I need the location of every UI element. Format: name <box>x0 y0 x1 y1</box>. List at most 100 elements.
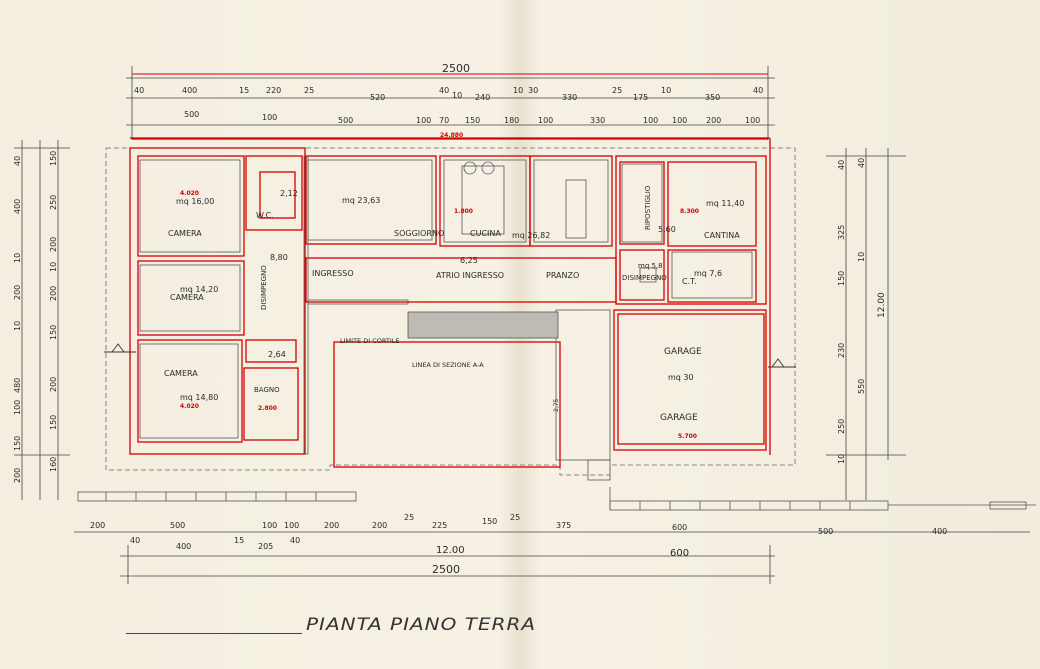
svg-text:GARAGE: GARAGE <box>664 347 702 357</box>
svg-text:4.020: 4.020 <box>180 403 199 410</box>
top-dimension-lines <box>126 66 775 140</box>
svg-text:400: 400 <box>932 527 947 536</box>
svg-text:GARAGE: GARAGE <box>660 413 698 423</box>
svg-text:500: 500 <box>338 116 353 125</box>
svg-text:40: 40 <box>439 86 449 95</box>
svg-text:10: 10 <box>857 252 866 262</box>
svg-text:8,80: 8,80 <box>270 253 288 262</box>
svg-text:DISIMPEGNO: DISIMPEGNO <box>260 265 268 310</box>
svg-text:150: 150 <box>49 325 58 340</box>
svg-text:330: 330 <box>590 116 605 125</box>
svg-text:25: 25 <box>304 86 314 95</box>
garden-wall <box>77 487 1036 511</box>
svg-text:2,12: 2,12 <box>280 189 298 198</box>
svg-text:30: 30 <box>528 86 538 95</box>
top-dim-row2: 500 100 500 100 70 150 180 100 330 100 1… <box>184 110 760 125</box>
right-dimension-lines <box>826 148 906 500</box>
limit-note: LIMITE DI CORTILE <box>340 337 400 345</box>
svg-text:400: 400 <box>176 542 191 551</box>
svg-text:200: 200 <box>324 521 339 530</box>
svg-text:15: 15 <box>234 536 244 545</box>
bottom-dims-row2: 40 400 15 205 40 <box>130 536 300 551</box>
drawing-title: PIANTA PIANO TERRA <box>306 613 537 635</box>
svg-text:520: 520 <box>370 93 385 102</box>
svg-text:10: 10 <box>837 454 846 464</box>
svg-text:INGRESSO: INGRESSO <box>312 269 354 278</box>
wall-details <box>139 155 753 481</box>
svg-text:160: 160 <box>49 457 58 472</box>
svg-text:mq 14,80: mq 14,80 <box>180 393 218 402</box>
svg-text:mq 23,63: mq 23,63 <box>342 196 380 205</box>
right-dims: 40 325 40 150 10 230 550 250 10 12.00 <box>837 158 887 464</box>
svg-text:400: 400 <box>13 199 22 214</box>
svg-text:10: 10 <box>513 86 523 95</box>
svg-text:40: 40 <box>857 158 866 168</box>
svg-text:200: 200 <box>49 377 58 392</box>
svg-text:200: 200 <box>49 237 58 252</box>
svg-text:mq 16,00: mq 16,00 <box>176 197 214 206</box>
svg-text:mq 26,82: mq 26,82 <box>512 231 550 240</box>
svg-text:25: 25 <box>510 513 520 522</box>
svg-text:CUCINA: CUCINA <box>470 229 501 238</box>
svg-text:10: 10 <box>661 86 671 95</box>
svg-text:ATRIO INGRESSO: ATRIO INGRESSO <box>436 271 504 280</box>
svg-text:200: 200 <box>13 468 22 483</box>
svg-text:CANTINA: CANTINA <box>704 231 740 240</box>
svg-text:15: 15 <box>239 86 249 95</box>
svg-text:2,64: 2,64 <box>268 350 286 359</box>
svg-text:230: 230 <box>837 343 846 358</box>
svg-text:600: 600 <box>672 523 687 532</box>
svg-text:100: 100 <box>13 400 22 415</box>
svg-text:PRANZO: PRANZO <box>546 271 579 280</box>
svg-text:40: 40 <box>753 86 763 95</box>
svg-text:200: 200 <box>372 521 387 530</box>
svg-text:DISIMPEGNO: DISIMPEGNO <box>622 274 667 282</box>
svg-text:10: 10 <box>452 91 462 100</box>
room-labels: CAMERA mq 16,00 W.C. 2,12 mq 23,63 SOGGI… <box>164 185 744 423</box>
svg-text:200: 200 <box>706 116 721 125</box>
section-note: LINEA DI SEZIONE A-A <box>412 361 484 369</box>
svg-text:mq 14,20: mq 14,20 <box>180 285 218 294</box>
bottom-inner-total: 12.00 <box>436 545 465 556</box>
svg-text:CAMERA: CAMERA <box>170 293 204 302</box>
svg-text:40: 40 <box>837 160 846 170</box>
room-outlines <box>129 137 771 468</box>
svg-text:375: 375 <box>556 521 571 530</box>
svg-text:550: 550 <box>857 379 866 394</box>
svg-text:180: 180 <box>504 116 519 125</box>
svg-text:25: 25 <box>404 513 414 522</box>
svg-text:200: 200 <box>49 286 58 301</box>
svg-text:350: 350 <box>705 93 720 102</box>
svg-text:5,60: 5,60 <box>658 225 676 234</box>
overall-bottom-label: 2500 <box>432 563 460 576</box>
svg-text:100: 100 <box>745 116 760 125</box>
svg-text:240: 240 <box>475 93 490 102</box>
svg-text:5.700: 5.700 <box>678 433 697 440</box>
svg-text:25: 25 <box>612 86 622 95</box>
left-dims-inner: 150 250 200 10 200 150 200 150 160 <box>49 151 58 472</box>
svg-text:150: 150 <box>482 517 497 526</box>
svg-text:40: 40 <box>130 536 140 545</box>
svg-text:175: 175 <box>633 93 648 102</box>
svg-text:220: 220 <box>266 86 281 95</box>
svg-text:CAMERA: CAMERA <box>164 369 198 378</box>
entrance-step <box>407 311 559 339</box>
svg-text:mq 11,40: mq 11,40 <box>706 199 744 208</box>
svg-text:150: 150 <box>49 415 58 430</box>
svg-text:40: 40 <box>13 156 22 166</box>
svg-text:225: 225 <box>432 521 447 530</box>
svg-text:10: 10 <box>49 262 58 272</box>
svg-text:100: 100 <box>262 113 277 122</box>
svg-text:100: 100 <box>538 116 553 125</box>
svg-text:100: 100 <box>262 521 277 530</box>
svg-text:SOGGIORNO: SOGGIORNO <box>394 229 444 238</box>
svg-text:6,25: 6,25 <box>460 256 478 265</box>
svg-text:10: 10 <box>13 321 22 331</box>
svg-text:10: 10 <box>13 253 22 263</box>
bottom-dims-row1: 200 500 100 100 200 200 25 225 150 25 37… <box>90 513 947 536</box>
overall-top-label: 2500 <box>442 62 470 75</box>
svg-text:500: 500 <box>818 527 833 536</box>
svg-text:400: 400 <box>182 86 197 95</box>
svg-text:100: 100 <box>284 521 299 530</box>
